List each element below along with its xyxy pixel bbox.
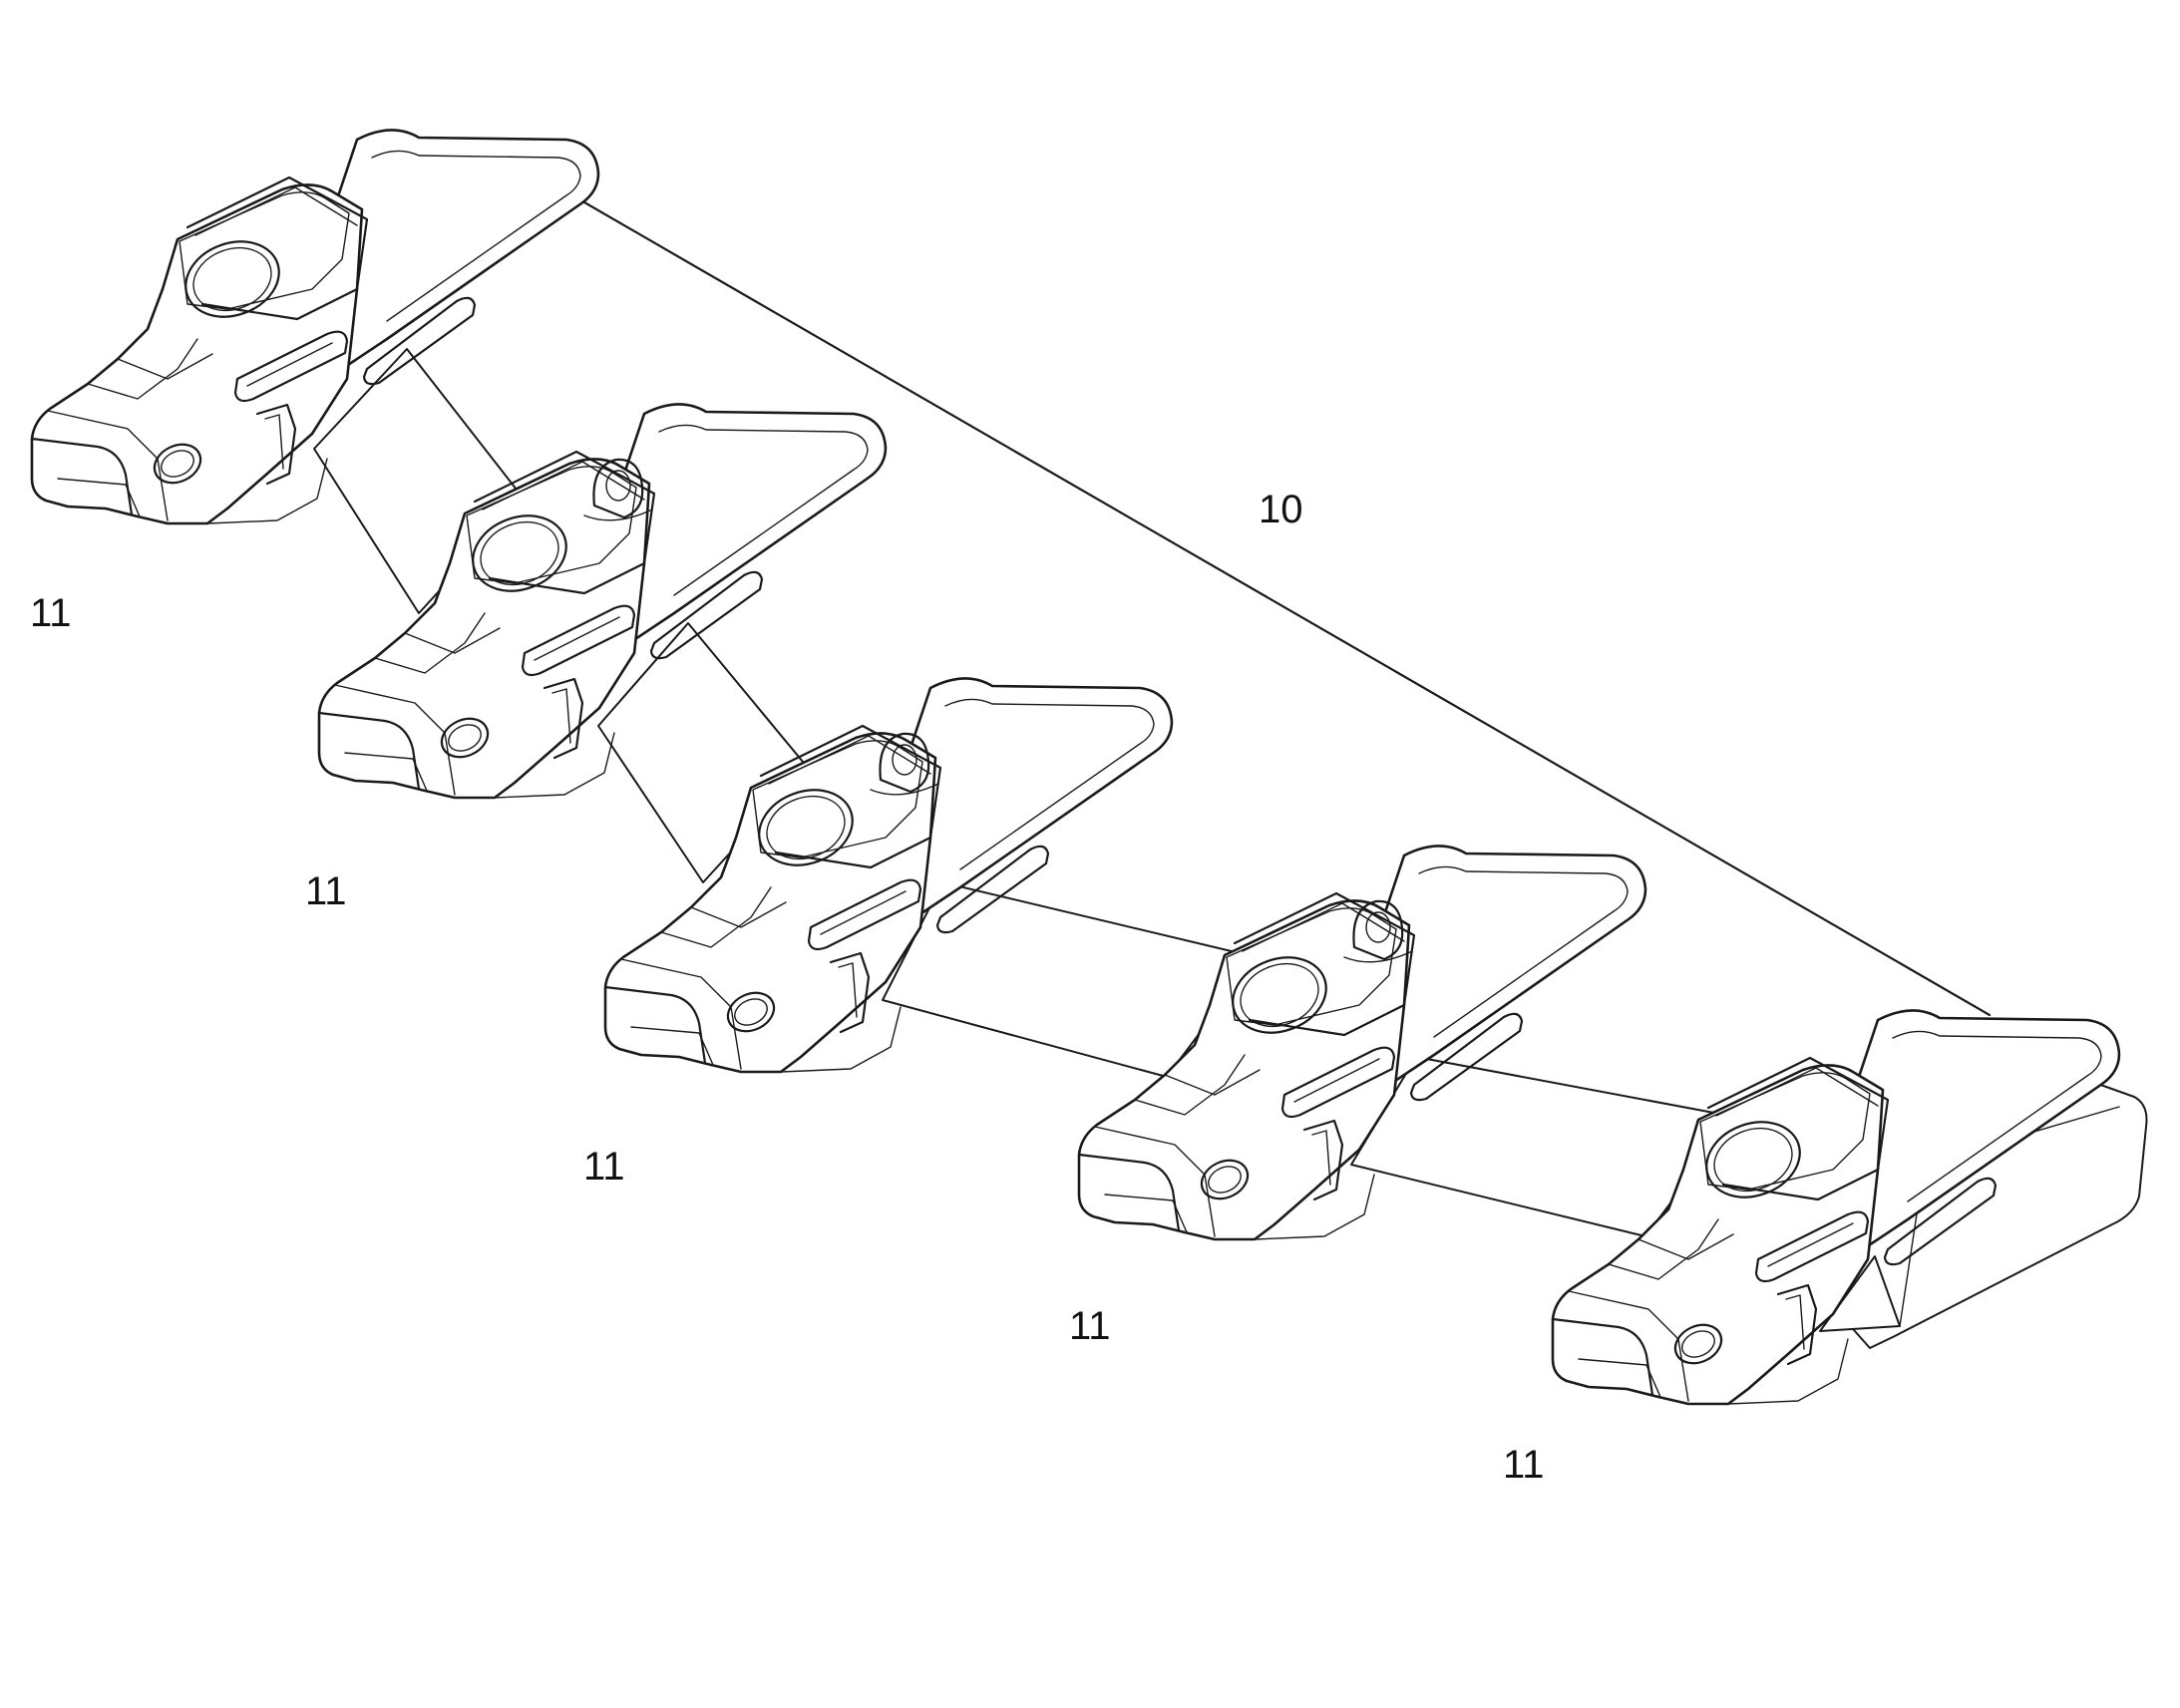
label-lip-10: 10 bbox=[1259, 488, 1303, 531]
label-adapter-11-d: 11 bbox=[1069, 1304, 1111, 1348]
lip-end-block bbox=[1814, 1071, 2148, 1349]
label-adapter-11-a: 11 bbox=[30, 591, 72, 635]
label-adapter-11-c: 11 bbox=[583, 1145, 625, 1189]
adapter-1 bbox=[30, 129, 600, 525]
lip-top-edge bbox=[551, 182, 1992, 1017]
label-adapter-11-e: 11 bbox=[1503, 1443, 1545, 1487]
label-adapter-11-b: 11 bbox=[305, 869, 347, 913]
